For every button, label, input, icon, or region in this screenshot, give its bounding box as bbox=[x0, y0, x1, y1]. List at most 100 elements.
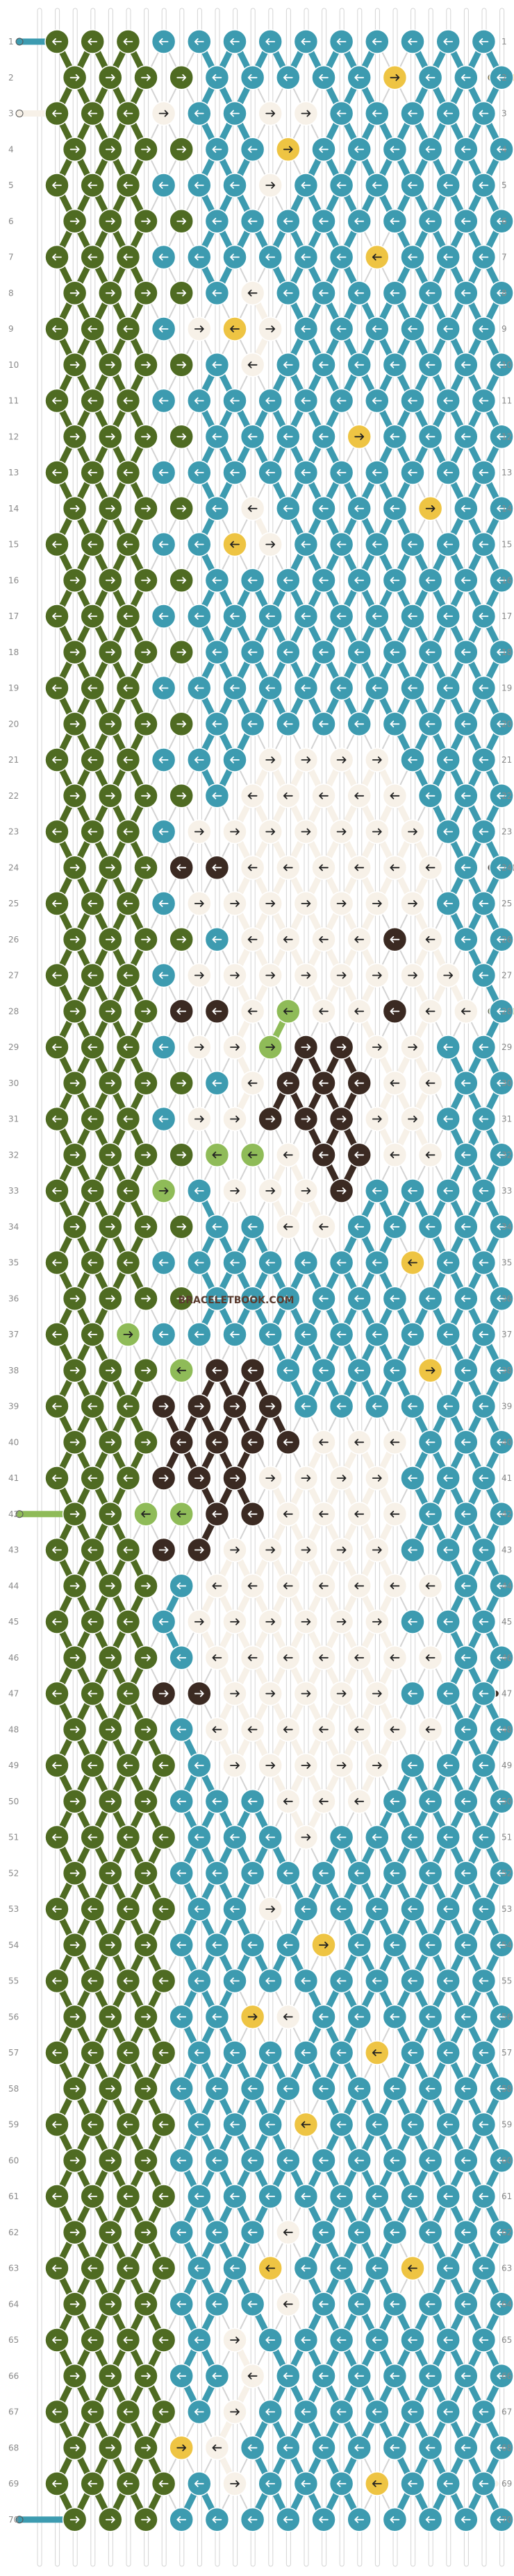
arrow-left-icon bbox=[230, 325, 240, 332]
knot bbox=[80, 173, 105, 198]
row-label-right: 26 bbox=[501, 935, 512, 944]
row-label-right: 31 bbox=[501, 1115, 512, 1124]
knot bbox=[133, 711, 158, 737]
knot bbox=[187, 2328, 212, 2353]
row-label-right: 19 bbox=[501, 684, 512, 693]
arrow-left-icon bbox=[497, 1079, 506, 1087]
arrow-right-icon bbox=[69, 289, 80, 297]
arrow-left-icon bbox=[88, 828, 98, 836]
knot bbox=[222, 173, 247, 198]
knot bbox=[62, 1142, 88, 1168]
knot bbox=[258, 316, 283, 341]
knot bbox=[489, 137, 514, 162]
arrow-right-icon bbox=[265, 541, 276, 548]
knot bbox=[115, 2184, 141, 2209]
knot bbox=[62, 1358, 88, 1383]
knot bbox=[417, 1071, 443, 1096]
knot bbox=[80, 2040, 105, 2065]
arrow-left-icon bbox=[497, 1295, 506, 1303]
knot bbox=[293, 2112, 319, 2137]
arrow-right-icon bbox=[408, 972, 417, 979]
row-label-left: 39 bbox=[8, 1402, 19, 1412]
knot bbox=[151, 2255, 176, 2281]
knot bbox=[347, 568, 372, 593]
knot bbox=[169, 640, 194, 665]
knot bbox=[80, 1609, 105, 1634]
arrow-left-icon bbox=[194, 1331, 204, 1338]
knot bbox=[115, 2328, 141, 2353]
knot bbox=[98, 2364, 123, 2389]
knot bbox=[382, 1142, 408, 1168]
arrow-left-icon bbox=[479, 900, 489, 907]
arrow-left-icon bbox=[497, 74, 506, 81]
knot bbox=[489, 65, 514, 90]
knot bbox=[329, 747, 354, 772]
knot bbox=[222, 101, 247, 126]
knot bbox=[329, 2184, 354, 2209]
row-label-left: 31 bbox=[8, 1115, 19, 1124]
arrow-right-icon bbox=[301, 1044, 311, 1051]
arrow-right-icon bbox=[69, 1223, 80, 1230]
arrow-left-icon bbox=[461, 1079, 471, 1087]
arrow-left-icon bbox=[354, 146, 365, 153]
arrow-right-icon bbox=[265, 1115, 276, 1123]
arrow-right-icon bbox=[301, 972, 311, 979]
knot bbox=[417, 999, 443, 1024]
knot bbox=[187, 2399, 212, 2425]
arrow-left-icon bbox=[123, 397, 133, 405]
arrow-left-icon bbox=[319, 792, 329, 799]
arrow-left-icon bbox=[408, 325, 417, 332]
knot bbox=[62, 1430, 88, 1455]
knot bbox=[293, 173, 319, 198]
arrow-left-icon bbox=[354, 1079, 365, 1087]
knot bbox=[151, 1609, 176, 1634]
arrow-right-icon bbox=[301, 1187, 311, 1194]
arrow-right-icon bbox=[301, 828, 311, 836]
knot bbox=[222, 747, 247, 772]
knot bbox=[311, 711, 336, 737]
knot bbox=[62, 280, 88, 306]
arrow-left-icon bbox=[88, 110, 98, 117]
arrow-right-icon bbox=[301, 900, 311, 907]
knot bbox=[204, 2220, 230, 2245]
knot bbox=[417, 280, 443, 306]
knot bbox=[258, 2255, 283, 2281]
arrow-left-icon bbox=[319, 289, 329, 297]
knot bbox=[169, 65, 194, 90]
arrow-right-icon bbox=[158, 1187, 169, 1194]
arrow-right-icon bbox=[301, 756, 311, 763]
knot bbox=[436, 1106, 461, 1132]
knot bbox=[169, 2435, 194, 2461]
knot bbox=[454, 280, 479, 306]
arrow-left-icon bbox=[497, 1008, 506, 1015]
knot bbox=[436, 2184, 461, 2209]
knot bbox=[311, 280, 336, 306]
knot bbox=[258, 1824, 283, 1850]
knot bbox=[258, 1322, 283, 1347]
knot bbox=[400, 29, 425, 54]
knot bbox=[329, 675, 354, 701]
row-label-right: 10 bbox=[501, 360, 512, 370]
arrow-right-icon bbox=[265, 972, 276, 979]
knot bbox=[436, 1322, 461, 1347]
row-label-right: 53 bbox=[501, 1904, 512, 1914]
knot bbox=[62, 855, 88, 881]
knot bbox=[258, 747, 283, 772]
knot bbox=[98, 1502, 123, 1527]
knot bbox=[187, 1753, 212, 1778]
knot bbox=[115, 1968, 141, 1994]
knot bbox=[169, 2076, 194, 2101]
knot bbox=[204, 2148, 230, 2174]
arrow-left-icon bbox=[283, 1151, 293, 1159]
knot bbox=[489, 927, 514, 952]
arrow-left-icon bbox=[425, 433, 436, 441]
knot bbox=[311, 1573, 336, 1599]
arrow-left-icon bbox=[212, 289, 222, 297]
knot bbox=[133, 1573, 158, 1599]
knot bbox=[62, 424, 88, 450]
arrow-left-icon bbox=[425, 577, 436, 584]
knot bbox=[400, 1106, 425, 1132]
arrow-left-icon bbox=[461, 864, 471, 872]
knot bbox=[276, 2148, 301, 2174]
knot bbox=[365, 1753, 390, 1778]
